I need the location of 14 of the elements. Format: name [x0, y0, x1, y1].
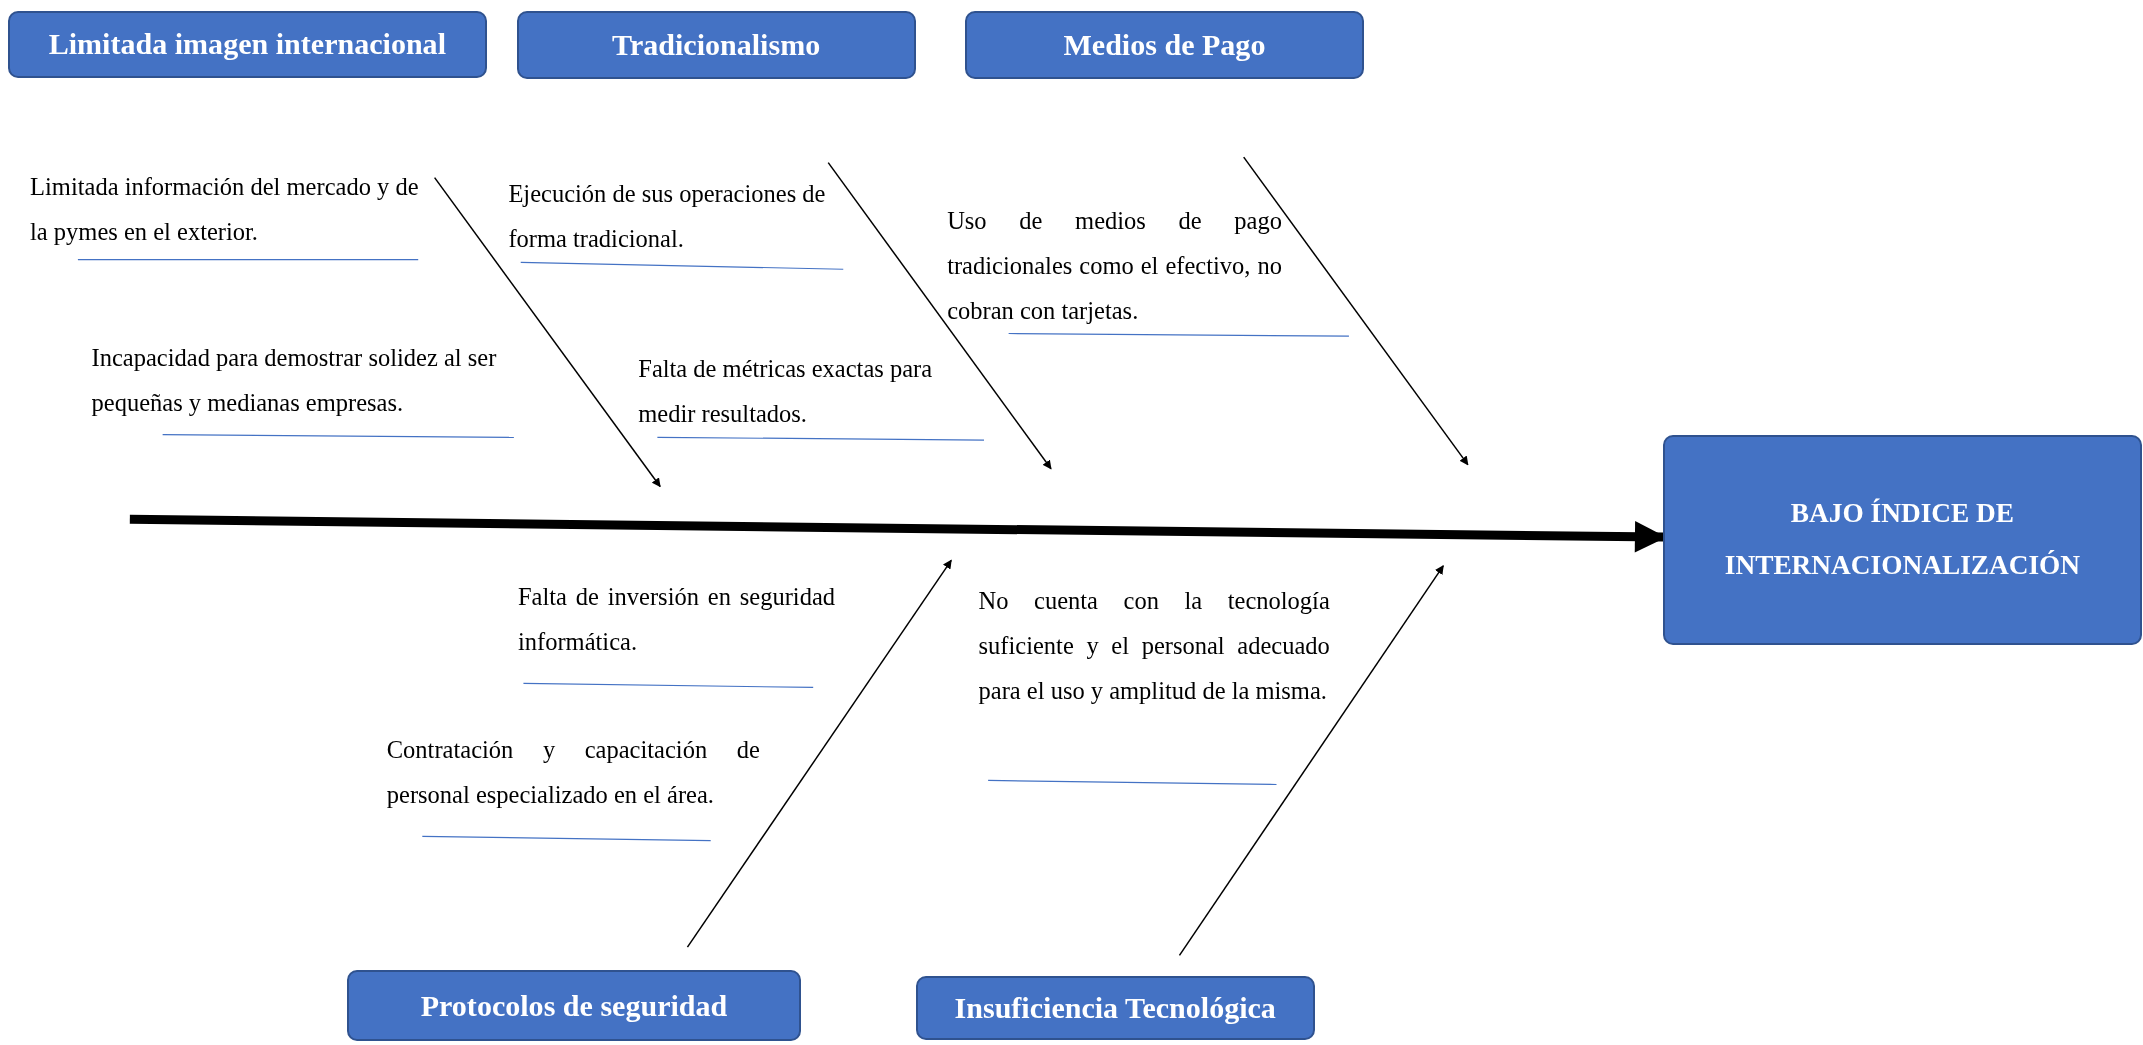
category-box: Limitada imagen internacional: [8, 10, 487, 78]
cause-text: No cuenta con la tecnología suficiente y el personal adecuado para el uso y amplitud de la misma.: [978, 586, 1330, 707]
category-box: Medios de Pago: [964, 10, 1364, 80]
category-box: Insuficiencia Tecnológica: [915, 975, 1315, 1041]
cause-text: Falta de métricas exactas para medir resultados.: [638, 353, 934, 429]
cause-text: Ejecución de sus operaciones de forma tradicional.: [508, 178, 827, 254]
cause-text: Limitada información del mercado y de la pymes en el exterior.: [30, 172, 420, 247]
cause-text: Falta de inversión en seguridad informática.: [517, 582, 836, 657]
category-box: Protocolos de seguridad: [347, 970, 801, 1042]
effect-box: BAJO ÍNDICE DE INTERNACIONALIZACIÓN: [1663, 434, 2142, 646]
cause-text: Contratación y capacitación de personal especializado en el área.: [386, 735, 760, 811]
category-box: Tradicionalismo: [516, 10, 916, 80]
cause-text: Incapacidad para demostrar solidez al ser pequeñas y medianas empresas.: [91, 342, 498, 418]
cause-text: Uso de medios de pago tradicionales como el efectivo, no cobran con tarjetas.: [947, 206, 1282, 327]
